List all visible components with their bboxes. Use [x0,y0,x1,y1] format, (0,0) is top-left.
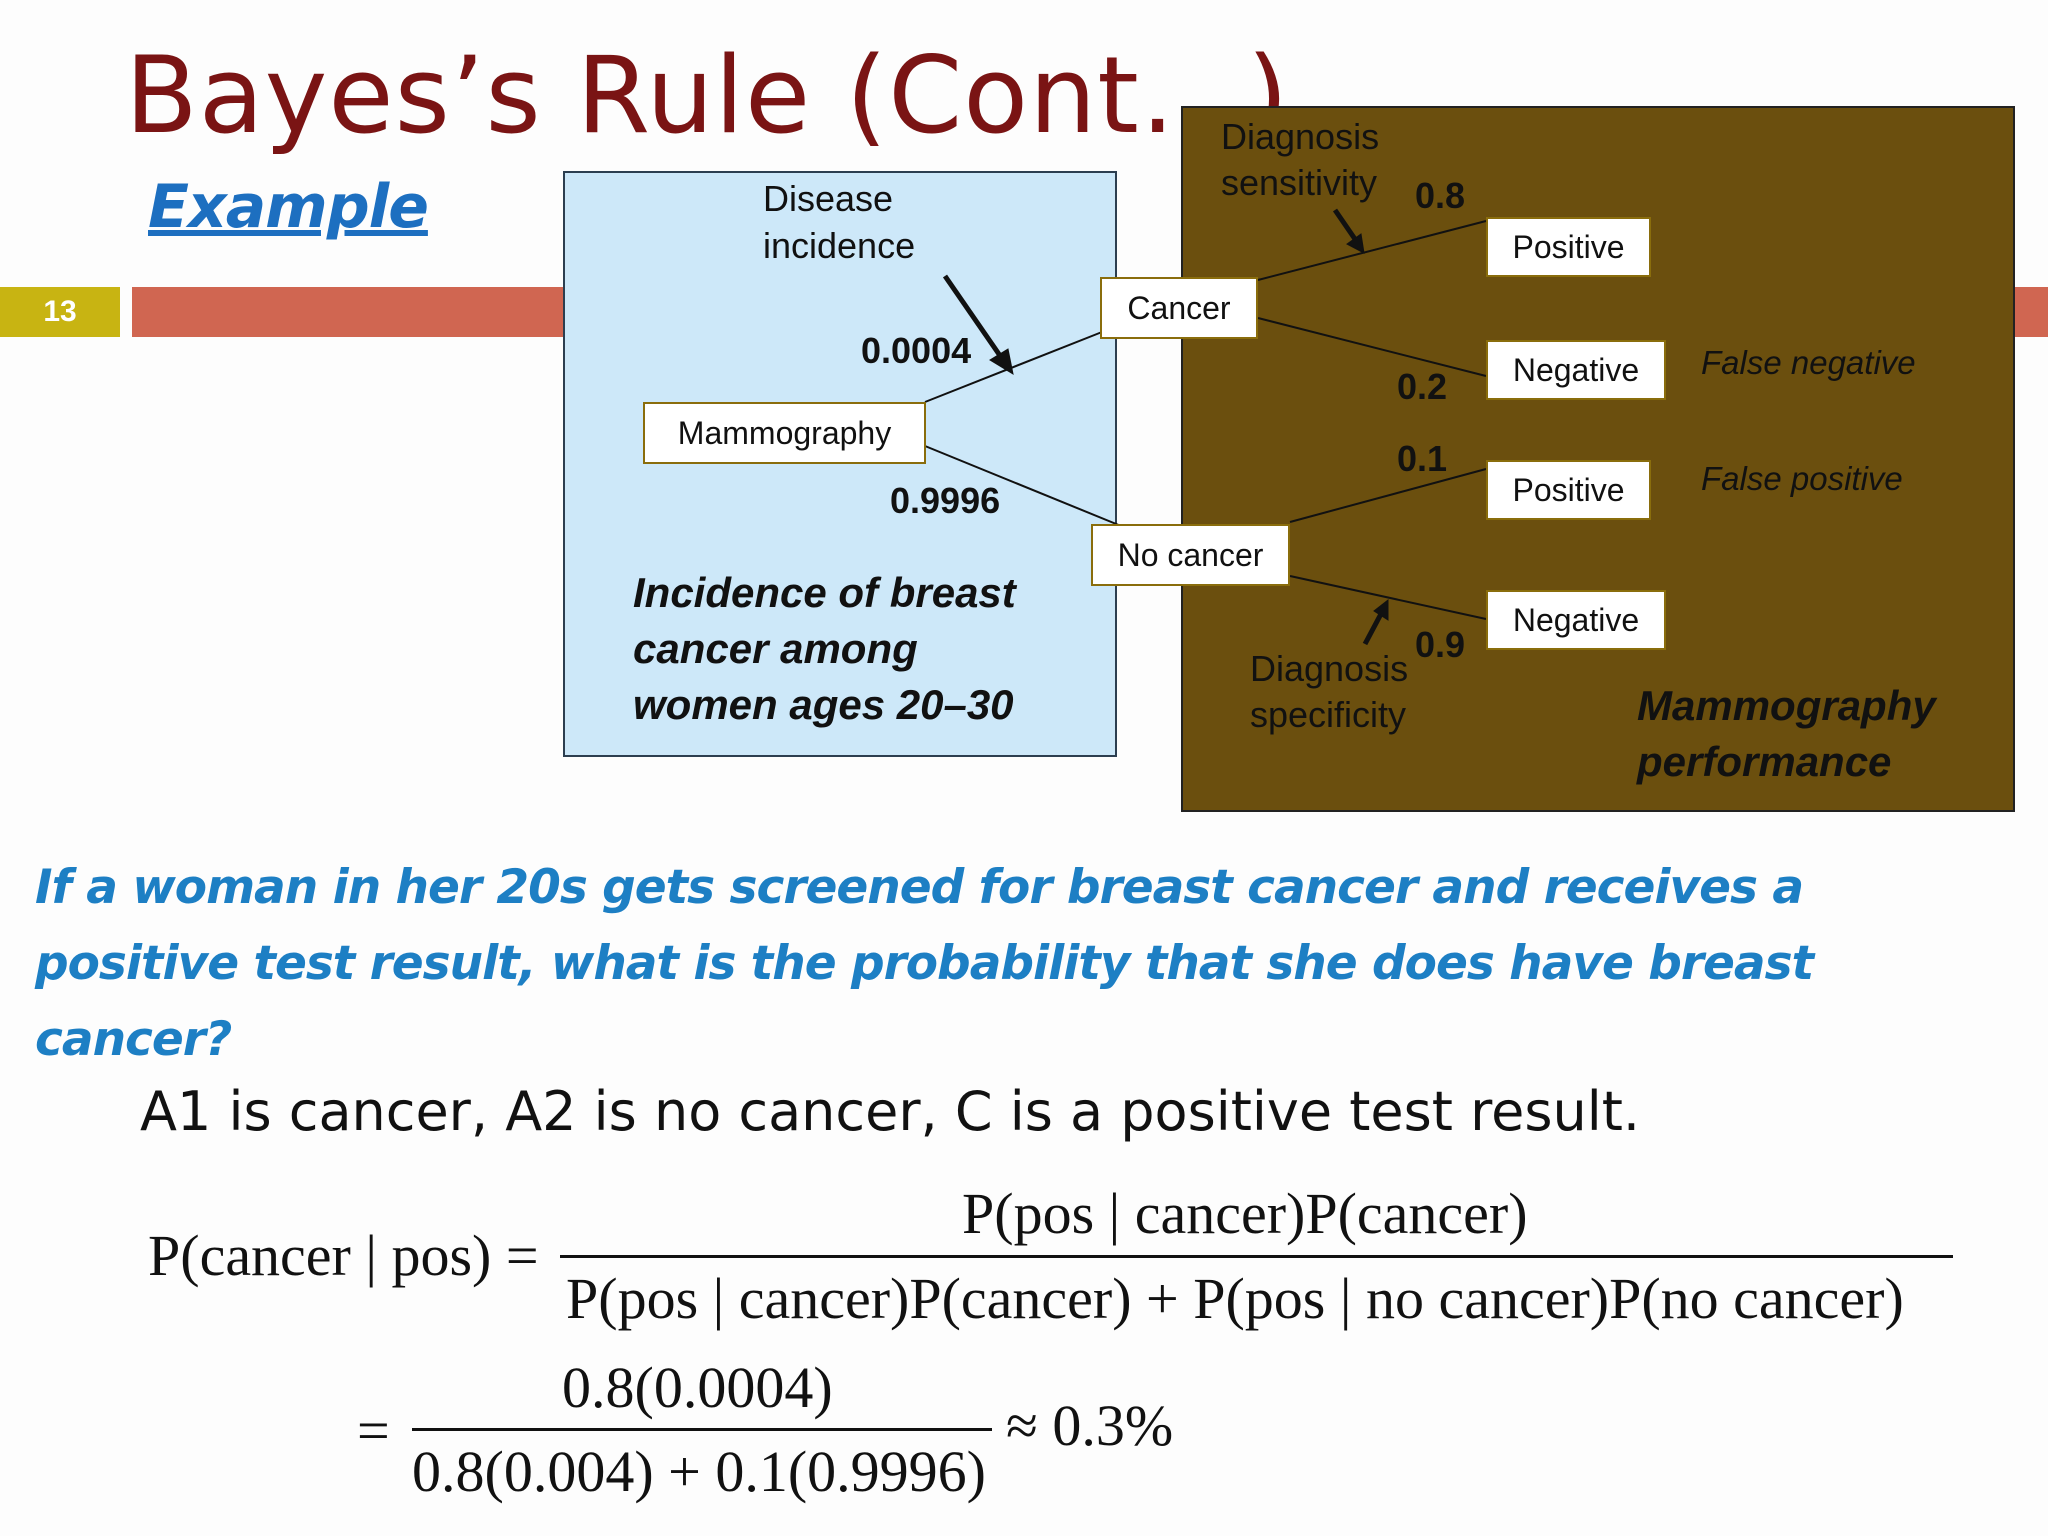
title-bar-right [2015,287,2048,337]
formula-equals: = [357,1398,390,1463]
branch-nocancer-positive [1289,468,1487,523]
formula-fraction-bar-2 [412,1428,992,1431]
example-heading: Example [148,172,429,242]
mammography-node: Mammography [643,402,926,464]
p-no-cancer: 0.9996 [890,480,1001,521]
incidence-caption: Incidence of breast cancer among women a… [633,569,1016,728]
nocancer-negative-node: Negative [1486,590,1666,650]
formula-numerator: P(pos | cancer)P(cancer) [962,1181,1528,1246]
no-cancer-node: No cancer [1091,524,1290,586]
p-neg-given-cancer: 0.2 [1397,366,1448,407]
p-pos-given-no-cancer: 0.1 [1397,438,1448,479]
performance-caption: Mammography performance [1637,682,1936,785]
slide-number-badge: 13 [0,287,120,337]
false-negative-label: False negative [1701,344,1916,381]
event-definition: A1 is cancer, A2 is no cancer, C is a po… [140,1080,1641,1143]
formula-numerator-values: 0.8(0.0004) [562,1355,833,1420]
branch-cancer [924,331,1103,403]
nocancer-positive-node: Positive [1486,460,1651,520]
title-bar-left [132,287,564,337]
question-text: If a woman in her 20s gets screened for … [35,860,1814,1068]
p-cancer: 0.0004 [861,330,972,371]
branch-nocancer-negative [1289,575,1487,620]
sensitivity-label: Diagnosis sensitivity [1221,116,1380,204]
sensitivity-arrow [1332,208,1360,244]
disease-incidence-label: Disease incidence [763,178,916,266]
cancer-positive-node: Positive [1486,217,1651,277]
formula-denominator: P(pos | cancer)P(cancer) + P(pos | no ca… [566,1266,1904,1331]
specificity-arrow [1362,610,1385,646]
formula-fraction-bar [560,1255,1953,1258]
p-pos-given-cancer: 0.8 [1415,175,1466,216]
branch-cancer-positive [1257,220,1487,281]
slide-title: Bayes’s Rule (Cont…) [125,34,1290,157]
false-positive-label: False positive [1701,460,1903,497]
branch-no-cancer [924,445,1127,529]
formula-result: ≈ 0.3% [1006,1393,1174,1458]
p-neg-given-no-cancer: 0.9 [1415,624,1466,665]
specificity-label: Diagnosis specificity [1250,648,1409,736]
cancer-node: Cancer [1100,277,1258,339]
formula-lhs: P(cancer | pos) = [148,1223,539,1288]
incidence-panel [563,171,1117,757]
incidence-arrow [942,274,1006,362]
branch-cancer-negative [1257,317,1487,377]
cancer-negative-node: Negative [1486,340,1666,400]
formula-denominator-values: 0.8(0.004) + 0.1(0.9996) [412,1439,986,1504]
